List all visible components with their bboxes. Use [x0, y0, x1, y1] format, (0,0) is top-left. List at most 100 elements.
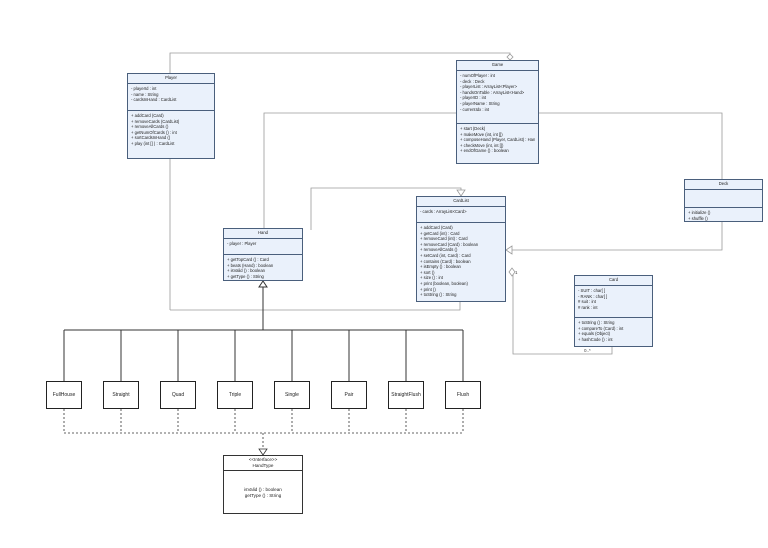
player-attr: - name : String [131, 91, 159, 97]
cardlist-op: + contains (Card) : boolean [420, 258, 471, 264]
game-deck-association [539, 112, 723, 179]
game-op: + start (Deck) [460, 126, 486, 131]
game-class-title: Game [457, 61, 538, 71]
player-attributes: - playerId : int - name : String - cards… [128, 84, 214, 111]
game-operations: + start (Deck) + makeMove (int, int []) … [457, 124, 538, 156]
interface-op: getType () : String [244, 493, 282, 498]
single-label: Single [285, 392, 299, 398]
hand-generalization-arrow [258, 280, 268, 288]
quad-class[interactable]: Quad [160, 381, 196, 409]
card-operations: + toString () : String + compareTo (Card… [575, 318, 652, 344]
single-class[interactable]: Single [274, 381, 310, 409]
game-op: + checkMove (int, int []) [460, 142, 504, 148]
interface-operations: isValid () : boolean getType () : String [224, 471, 302, 499]
card-attr: # rank : int [578, 304, 598, 310]
cardlist-op: + toString () : String [420, 292, 457, 298]
straightflush-label: StraightFlush [391, 392, 421, 398]
game-attr: - currentIdx : int [460, 106, 490, 112]
hand-op: + isValid () : boolean [227, 268, 265, 274]
deck-class[interactable]: Deck + initialize () + shuffle () [684, 179, 763, 222]
hand-op: + getType () : String [227, 273, 264, 279]
interface-realization-arrow [258, 448, 268, 456]
game-attr: - handsOnTable : ArrayList<Hand> [460, 89, 525, 95]
handtype-interface[interactable]: <<Interface>> HandType isValid () : bool… [223, 455, 303, 514]
deck-class-title: Deck [685, 180, 762, 190]
pair-label: Pair [344, 392, 354, 398]
interface-stereotype: <<Interface>> [248, 457, 278, 462]
player-hand-connector [170, 302, 461, 311]
deck-operations: + initialize () + shuffle () [685, 208, 762, 223]
pair-class[interactable]: Pair [331, 381, 367, 409]
player-op: + sortCardsInHand () [131, 135, 171, 141]
deck-cardlist-generalization [506, 222, 723, 251]
game-attr: - playerList : ArrayList<Player> [460, 84, 518, 90]
card-op: + toString () : String [578, 320, 615, 325]
card-attr: # suit : int [578, 299, 596, 305]
game-attr: - playerID : int [460, 95, 487, 101]
cardlist-op: + print (boolean, boolean) [420, 280, 468, 286]
cardlist-op: + removeCard (int) : Card [420, 236, 468, 242]
card-op: + hashCode () : int [578, 336, 613, 342]
game-class[interactable]: Game - numOfPlayer : int - deck : Deck -… [456, 60, 539, 164]
cardlist-op: + sort () [420, 269, 435, 275]
cardlist-op: + getCard (int) : Card [420, 230, 460, 236]
flush-class[interactable]: Flush [445, 381, 481, 409]
straight-label: Straight [112, 392, 130, 398]
hand-class[interactable]: Hand - player : Player + getTopCard () :… [223, 228, 303, 281]
cardlist-attributes: - cards : ArrayList<Card> [417, 207, 505, 223]
cardlist-aggregation-diamond [508, 267, 516, 277]
cardlist-op: + addCard (Card) [420, 225, 453, 230]
card-op: + equals (Object) [578, 331, 611, 337]
game-attr: - numOfPlayer : int [460, 73, 495, 78]
deck-op: + initialize () [688, 210, 711, 215]
hand-op: + beats (Hand) : boolean [227, 262, 274, 268]
player-operations: + addCard (Card) + removeCards (CardList… [128, 111, 214, 149]
cardlist-class-title: CardList [417, 197, 505, 207]
cardlist-op: + isEmpty () : boolean [420, 264, 461, 270]
player-op: + play (int [] ) : CardList [131, 140, 175, 146]
hand-attr: - player : Player [227, 241, 257, 246]
cardlist-attr: - cards : ArrayList<Card> [420, 209, 467, 214]
game-op: + endOfGame () : boolean [460, 148, 509, 154]
deck-op: + shuffle () [688, 215, 708, 221]
game-attr: - playerName : String [460, 100, 500, 106]
interface-op: isValid () : boolean [244, 487, 282, 492]
triple-class[interactable]: Triple [217, 381, 253, 409]
hand-op: + getTopCard () : Card [227, 257, 269, 262]
game-attributes: - numOfPlayer : int - deck : Deck - play… [457, 71, 538, 124]
card-class[interactable]: Card - SUIT : char[ ] - RANK : char[ ] #… [574, 275, 653, 347]
player-class-title: Player [128, 74, 214, 84]
player-class[interactable]: Player - playerId : int - name : String … [127, 73, 215, 159]
cardlist-op: + setCard (int, Card) : Card [420, 252, 471, 258]
multiplicity-cardlist: 1 [515, 270, 518, 275]
cardlist-operations: + addCard (Card) + getCard (int) : Card … [417, 223, 505, 300]
game-op: + makeMove (int, int []) [460, 131, 503, 137]
straightflush-class[interactable]: StraightFlush [388, 381, 424, 409]
card-op: + compareTo (Card) : int [578, 325, 624, 331]
straight-class[interactable]: Straight [103, 381, 139, 409]
cardlist-op: + print () [420, 286, 436, 292]
game-op: + composeHand (Player, CardList) : Hand [460, 137, 535, 143]
player-attr: - playerId : int [131, 86, 157, 91]
game-attr: - deck : Deck [460, 78, 485, 84]
card-attr: - RANK : char[ ] [578, 293, 608, 299]
interface-name: HandType [252, 463, 274, 468]
cardlist-op: + removeCard (Card) : boolean [420, 241, 479, 247]
player-op: + addCard (Card) [131, 113, 164, 118]
flush-label: Flush [456, 392, 470, 398]
deck-attributes [685, 190, 762, 208]
player-op: + removeCards (CardList) [131, 118, 180, 124]
cardlist-card-aggregation [512, 272, 613, 355]
hand-operations: + getTopCard () : Card + beats (Hand) : … [224, 255, 302, 281]
player-op: + removeAllCards () [131, 124, 169, 130]
hand-class-title: Hand [224, 229, 302, 239]
cardlist-class[interactable]: CardList - cards : ArrayList<Card> + add… [416, 196, 506, 302]
card-attributes: - SUIT : char[ ] - RANK : char[ ] # suit… [575, 286, 652, 318]
cardlist-op: + removeAllCards () [420, 247, 458, 253]
card-class-title: Card [575, 276, 652, 286]
multiplicity-card: 0..* [584, 348, 591, 353]
fullhouse-class[interactable]: FullHouse [46, 381, 82, 409]
player-attr: - cardsInHand : CardList [131, 97, 177, 103]
interface-header: <<Interface>> HandType [224, 456, 302, 471]
